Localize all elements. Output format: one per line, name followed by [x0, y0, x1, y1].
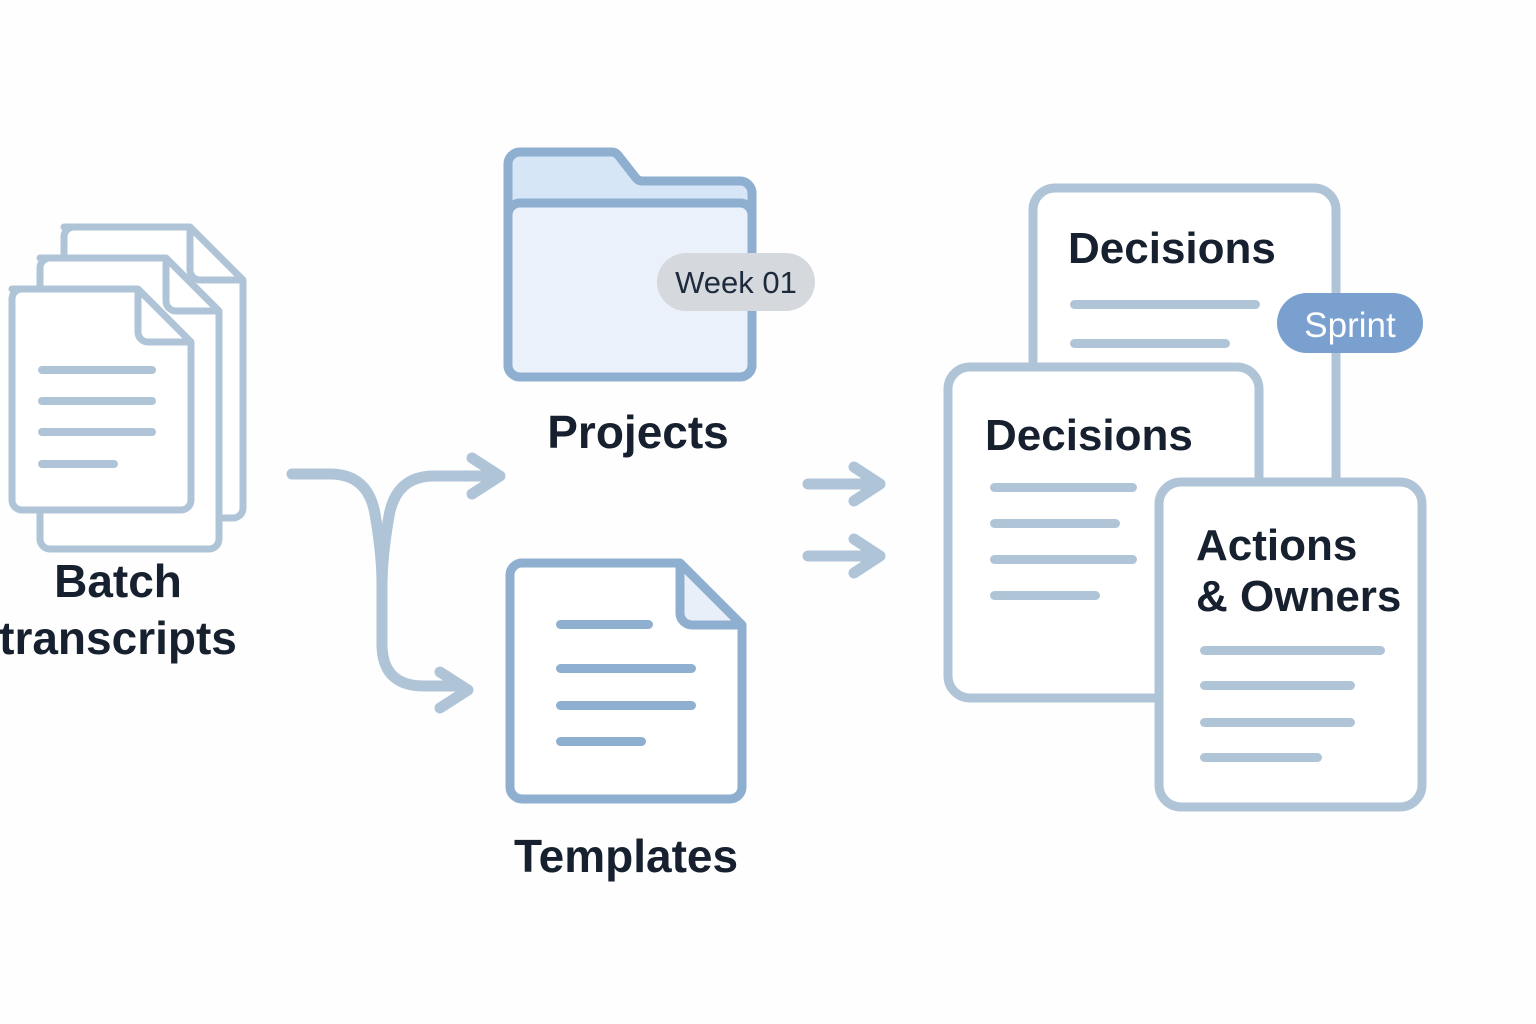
week-badge-label: Week 01	[675, 265, 797, 300]
text-line	[1200, 718, 1355, 727]
arrowhead-lower-icon	[434, 666, 474, 714]
folder-front	[503, 198, 757, 382]
sprint-badge-label: Sprint	[1304, 306, 1396, 345]
text-line	[556, 701, 696, 710]
arrow-bottom	[802, 533, 886, 579]
text-line	[38, 460, 118, 468]
templates-label: Templates	[514, 830, 738, 882]
text-line	[990, 483, 1137, 492]
document-folded-corner-icon	[505, 558, 747, 804]
text-line	[556, 664, 696, 673]
folder-icon	[503, 147, 757, 382]
document-fold-front	[134, 289, 191, 346]
text-line	[990, 519, 1120, 528]
document-text-lines	[38, 366, 156, 468]
template-fold	[675, 558, 747, 630]
decisions-middle-title: Decisions	[985, 411, 1193, 460]
batch-transcripts-label-line2: transcripts	[0, 612, 237, 664]
text-line	[990, 555, 1137, 564]
actions-owners-title-line2: & Owners	[1196, 572, 1401, 621]
decisions-back-title: Decisions	[1068, 224, 1276, 273]
document-fold-back	[186, 227, 243, 284]
actions-owners-card: Actions & Owners	[1154, 477, 1427, 812]
text-line	[38, 428, 156, 436]
arrow-top-head-icon	[848, 461, 886, 507]
connector-upper-branch	[376, 470, 493, 592]
text-line	[1200, 681, 1355, 690]
split-connector	[286, 452, 506, 714]
arrow-top	[802, 461, 886, 507]
arrow-bottom-head-icon	[848, 533, 886, 579]
text-line	[38, 366, 156, 374]
week-badge-pill	[657, 253, 815, 311]
text-line	[556, 620, 653, 629]
text-line	[1070, 300, 1260, 309]
text-line	[1200, 753, 1322, 762]
actions-owners-title-line1: Actions	[1196, 521, 1357, 570]
text-line	[1070, 339, 1230, 348]
text-line	[990, 591, 1100, 600]
sprint-badge[interactable]: Sprint	[1277, 293, 1423, 353]
week-badge[interactable]: Week 01	[657, 253, 815, 311]
text-line	[38, 397, 156, 405]
arrowhead-upper-icon	[466, 452, 506, 500]
stacked-documents-icon	[8, 223, 247, 553]
document-fold-middle	[162, 258, 219, 315]
connector-lower-branch	[286, 468, 461, 692]
projects-label: Projects	[547, 406, 729, 458]
text-line	[556, 737, 646, 746]
sprint-badge-pill	[1277, 293, 1423, 353]
text-line	[1200, 646, 1385, 655]
batch-transcripts-label-line1: Batch	[54, 555, 182, 607]
template-text-lines	[556, 620, 696, 746]
